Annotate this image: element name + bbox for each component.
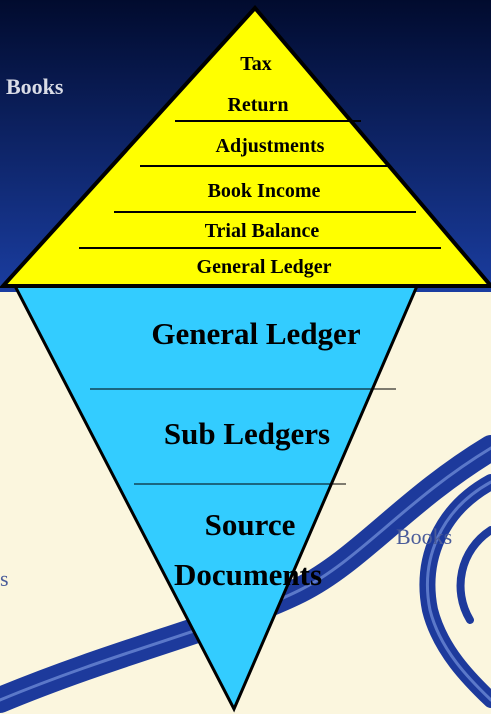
upright-level-adjustments: Adjustments	[216, 135, 325, 157]
inverted-level-general-ledger: General Ledger	[151, 316, 360, 351]
upright-level-return: Return	[227, 94, 288, 116]
bullet-text-fragment-2: s	[0, 566, 9, 591]
decorative-swoosh	[0, 435, 491, 713]
inverted-level-source-line1: Source	[205, 507, 296, 542]
upright-level-tax: Tax	[240, 53, 272, 75]
inverted-pyramid: General Ledger Sub Ledgers Source Docume…	[12, 284, 420, 713]
upright-pyramid: Tax Return Adjustments Book Income Trial…	[0, 4, 491, 288]
upright-level-general-ledger: General Ledger	[197, 256, 332, 278]
upright-pyramid-shape	[0, 4, 491, 288]
inverted-level-source-line2: Documents	[174, 557, 322, 592]
bullet-text-fragment: Books	[396, 524, 453, 549]
inverted-level-sub-ledgers: Sub Ledgers	[164, 416, 330, 451]
upright-level-book-income: Book Income	[208, 180, 321, 202]
upright-level-trial-balance: Trial Balance	[205, 220, 320, 242]
slide-title-fragment: Books	[6, 74, 64, 99]
